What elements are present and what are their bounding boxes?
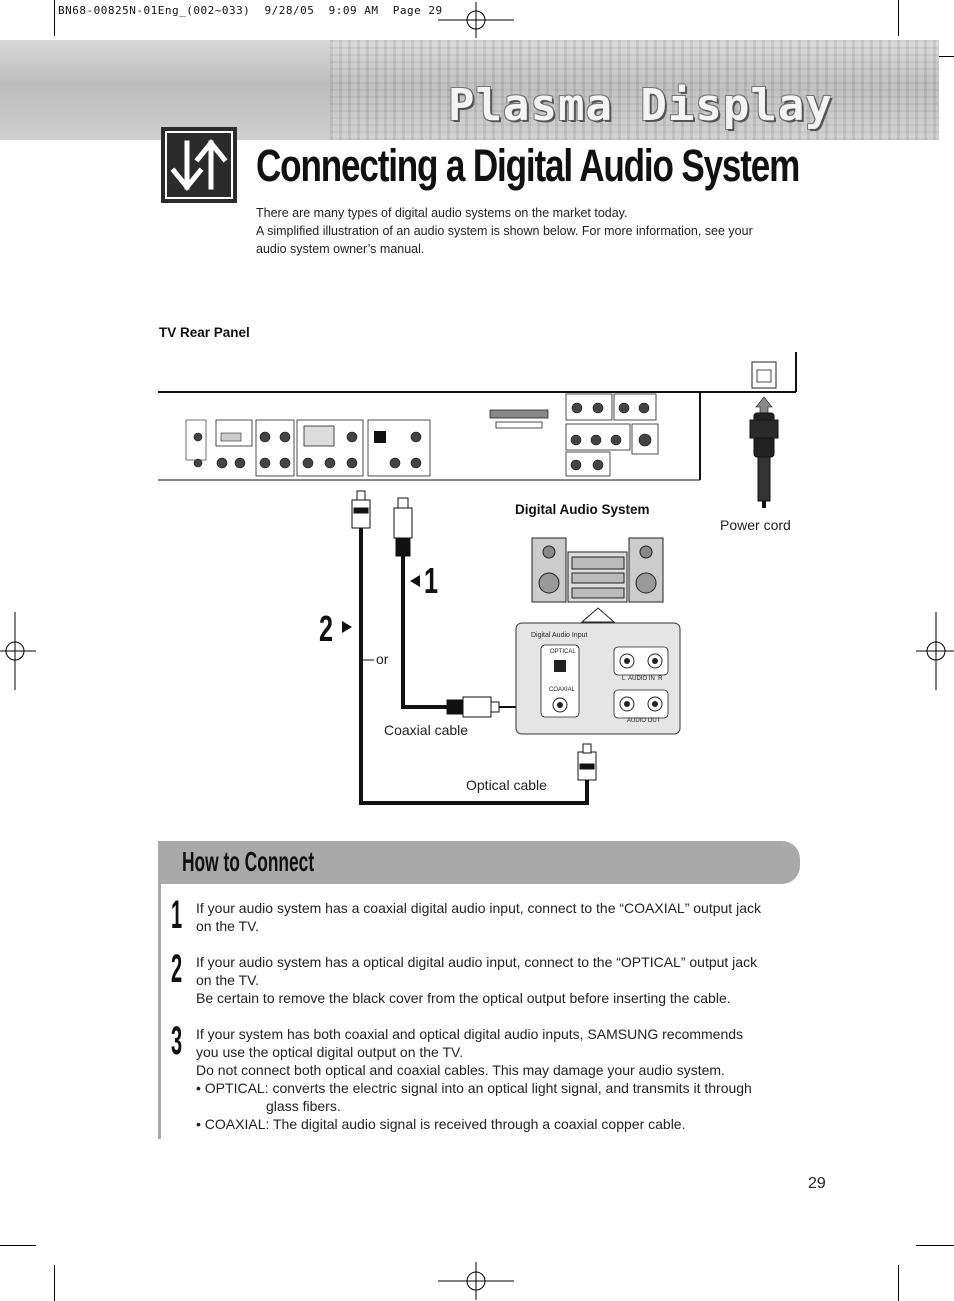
step-line: • COAXIAL: The digital audio signal is r…	[196, 1116, 686, 1132]
crop-mark	[54, 1265, 55, 1301]
callout-1-arrow	[410, 575, 420, 587]
audio-system-illustration	[531, 537, 664, 623]
banner-texture	[330, 40, 939, 140]
optical-in-jack	[554, 660, 566, 672]
step-text: If your audio system has a coaxial digit…	[196, 899, 806, 935]
coaxial-cable-label: Coaxial cable	[384, 722, 469, 738]
crop-mark	[898, 1265, 899, 1301]
intro-text: There are many types of digital audio sy…	[256, 204, 796, 258]
crop-mark	[0, 1245, 36, 1246]
step-line: • OPTICAL: converts the electric signal …	[196, 1080, 752, 1096]
step-line: If your system has both coaxial and opti…	[196, 1026, 744, 1042]
banner-title: Plasma Display	[448, 80, 833, 131]
audio-in-label: L AUDIO IN R	[622, 676, 663, 682]
step-line: If your audio system has a optical digit…	[196, 954, 758, 970]
step-line: Be certain to remove the black cover fro…	[196, 990, 731, 1006]
optical-port-label: OPTICAL	[550, 649, 576, 655]
intro-line: A simplified illustration of an audio sy…	[256, 224, 753, 238]
power-cord-label: Power cord	[720, 517, 791, 533]
step-number: 1	[171, 893, 183, 937]
crop-mark	[898, 0, 899, 36]
step-line: you use the optical digital output on th…	[196, 1044, 463, 1060]
power-cord	[749, 396, 779, 508]
print-header: BN68-00825N-01Eng_(002~033) 9/28/05 9:09…	[58, 4, 443, 17]
crop-mark	[54, 0, 55, 36]
how-to-connect-title: How to Connect	[182, 846, 315, 877]
service-jack	[220, 432, 242, 442]
how-to-connect-bar	[158, 841, 800, 884]
header-banner: Plasma Display	[0, 40, 939, 140]
crop-mark	[916, 1245, 954, 1246]
page-title: Connecting a Digital Audio System	[256, 140, 800, 191]
pc-in-jack	[303, 425, 335, 447]
step-line: on the TV.	[196, 972, 260, 988]
audio-out-label: AUDIO OUT	[627, 718, 661, 724]
optical-cable-label: Optical cable	[466, 777, 547, 793]
step-line: glass fibers.	[196, 1098, 341, 1114]
digital-audio-input-label: Digital Audio Input	[531, 632, 588, 639]
page-number: 29	[808, 1175, 826, 1192]
or-label: or	[376, 651, 389, 667]
callout-2: 2	[319, 608, 334, 649]
tv-rear-panel	[158, 352, 797, 481]
intro-line: audio system owner’s manual.	[256, 242, 425, 256]
callout-1: 1	[424, 560, 439, 601]
step-number: 2	[171, 947, 183, 991]
panel-jacks	[193, 402, 652, 471]
callout-2-arrow	[342, 621, 352, 633]
step-number: 3	[171, 1019, 183, 1063]
connection-diagram	[158, 352, 797, 805]
step-text: If your audio system has a optical digit…	[196, 953, 806, 1007]
step-line: If your audio system has a coaxial digit…	[196, 900, 761, 916]
how-to-connect-sidebar	[158, 884, 161, 1139]
optical-cable	[351, 490, 597, 805]
digital-audio-system-label: Digital Audio System	[515, 502, 650, 517]
step-text: If your system has both coaxial and opti…	[196, 1025, 806, 1133]
step-line: Do not connect both optical and coaxial …	[196, 1062, 725, 1078]
coaxial-port-label: COAXIAL	[549, 687, 576, 693]
tv-rear-panel-label: TV Rear Panel	[159, 325, 250, 340]
connection-icon	[161, 127, 237, 203]
intro-line: There are many types of digital audio sy…	[256, 206, 628, 220]
step-line: on the TV.	[196, 918, 260, 934]
optical-out-jack	[374, 431, 386, 443]
